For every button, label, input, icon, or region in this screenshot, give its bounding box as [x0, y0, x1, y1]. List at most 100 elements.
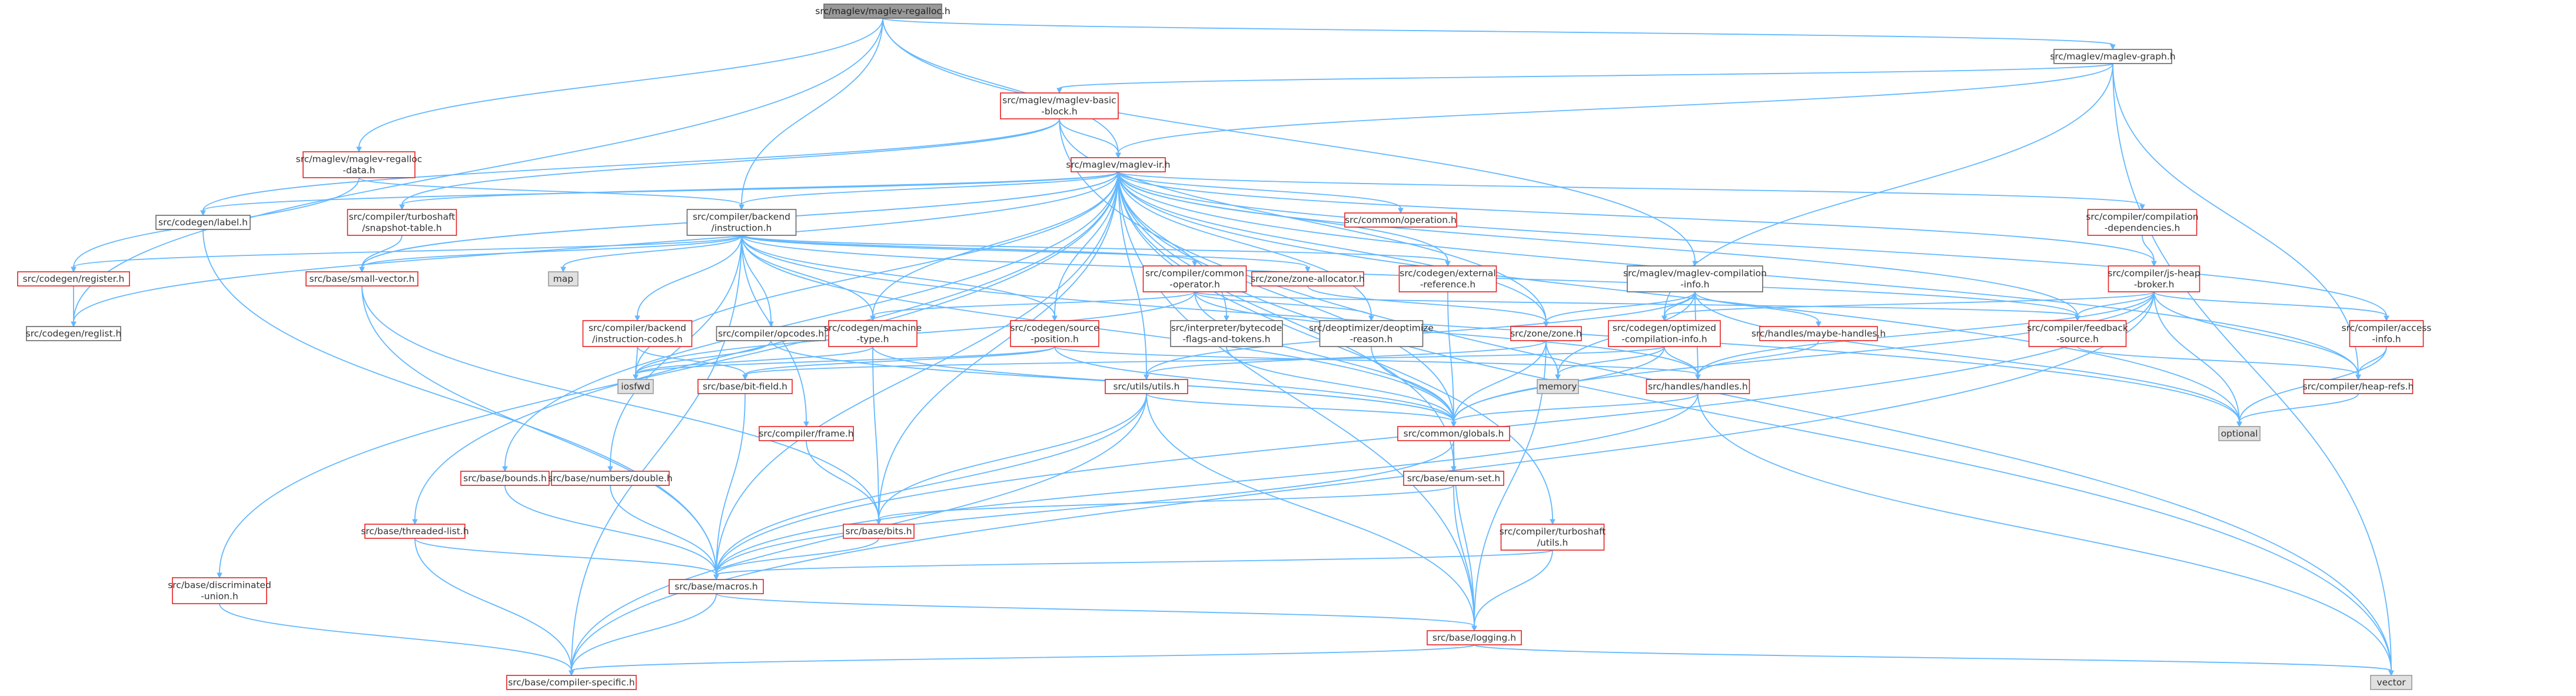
node-bits[interactable]: src/base/bits.h	[843, 524, 915, 539]
edge-line	[358, 18, 883, 148]
edge-source_pos-to-iosfwd	[633, 346, 1055, 381]
node-label: -position.h	[1031, 334, 1079, 345]
node-iosfwd[interactable]: iosfwd	[617, 379, 654, 394]
node-ext-ref[interactable]: src/codegen/external-reference.h	[1398, 265, 1497, 292]
node-enum-set[interactable]: src/base/enum-set.h	[1403, 471, 1504, 486]
node-double[interactable]: src/base/numbers/double.h	[548, 471, 673, 486]
node-heap-broker[interactable]: src/compiler/js-heap-broker.h	[2108, 265, 2201, 292]
edge-line	[741, 235, 772, 322]
node-machine-type[interactable]: src/codegen/machine-type.h	[824, 320, 922, 347]
edge-arrowhead	[1471, 625, 1477, 632]
node-bytecode-flags[interactable]: src/interpreter/bytecode-flags-and-token…	[1170, 320, 1283, 347]
node-macros[interactable]: src/base/macros.h	[669, 579, 764, 594]
edge-arrowhead	[1192, 261, 1198, 267]
node-zone[interactable]: src/zone/zone.h	[1510, 326, 1582, 341]
node-regalloc-data[interactable]: src/maglev/maglev-regalloc-data.h	[296, 151, 423, 178]
node-register[interactable]: src/codegen/register.h	[17, 271, 130, 287]
node-comp-deps[interactable]: src/compiler/compilation-dependencies.h	[2086, 209, 2199, 236]
edge-line	[878, 393, 1147, 520]
edge-line	[358, 177, 742, 205]
node-instruction[interactable]: src/compiler/backend/instruction.h	[686, 209, 797, 236]
edge-line	[882, 18, 2113, 45]
edge-line	[1697, 340, 1819, 375]
node-label: iosfwd	[621, 381, 650, 392]
node-ts-utils[interactable]: src/compiler/turboshaft/utils.h	[1500, 524, 1606, 551]
node-box	[1403, 471, 1504, 486]
edge-line	[563, 235, 742, 268]
edge-arrowhead	[1398, 208, 1404, 214]
edge-line	[716, 593, 1475, 627]
edge-line	[716, 393, 746, 575]
node-box	[582, 320, 693, 347]
edge-line	[1453, 340, 1547, 422]
node-box	[460, 471, 550, 486]
node-optional[interactable]: optional	[2218, 426, 2261, 441]
node-threaded-list[interactable]: src/base/threaded-list.h	[361, 524, 469, 539]
node-opt-comp-info[interactable]: src/codegen/optimized-compilation-info.h	[1608, 320, 1721, 347]
node-label[interactable]: src/codegen/label.h	[155, 215, 251, 230]
node-basic-block[interactable]: src/maglev/maglev-basic-block.h	[1000, 92, 1119, 119]
edge-arrowhead	[2110, 44, 2116, 51]
node-bounds[interactable]: src/base/bounds.h	[460, 471, 550, 486]
edge-line	[1059, 118, 2392, 671]
edge-arrowhead	[502, 466, 508, 472]
node-feedback-source[interactable]: src/compiler/feedback-source.h	[2027, 320, 2128, 347]
node-label: src/compiler/feedback	[2027, 323, 2128, 334]
node-deopt-reason[interactable]: src/deoptimizer/deoptimize-reason.h	[1309, 320, 1434, 347]
edge-basic_block-to-vector	[1059, 118, 2394, 677]
edge-arrowhead	[2384, 315, 2389, 322]
edge-line	[202, 118, 1060, 211]
node-globals[interactable]: src/common/globals.h	[1397, 426, 1510, 441]
node-box	[759, 426, 854, 441]
node-snapshot[interactable]: src/compiler/turboshaft/snapshot-table.h	[347, 209, 457, 236]
node-bit-field[interactable]: src/base/bit-field.h	[697, 379, 793, 394]
node-root[interactable]: src/maglev/maglev-regalloc.h	[815, 4, 950, 19]
node-map[interactable]: map	[548, 271, 579, 287]
edge-ir-to-bytecode_flags	[1118, 171, 1229, 322]
node-reglist[interactable]: src/codegen/reglist.h	[26, 326, 122, 341]
edge-arrowhead	[569, 670, 574, 677]
node-memory[interactable]: memory	[1537, 379, 1579, 394]
node-utils[interactable]: src/utils/utils.h	[1105, 379, 1188, 394]
node-label: src/maglev/maglev-regalloc.h	[815, 6, 950, 16]
node-zone-alloc[interactable]: src/zone/zone-allocator.h	[1251, 271, 1365, 287]
node-access-info[interactable]: src/compiler/access-info.h	[2342, 320, 2432, 347]
node-vector[interactable]: vector	[2370, 675, 2412, 690]
node-graph[interactable]: src/maglev/maglev-graph.h	[2050, 49, 2176, 64]
node-box	[506, 675, 637, 690]
node-label: /utils.h	[1537, 538, 1568, 548]
edge-line	[1194, 291, 1372, 317]
edge-ts_utils-to-logging	[1471, 550, 1553, 632]
node-comp-info[interactable]: src/maglev/maglev-compilation-info.h	[1623, 265, 1767, 292]
node-label: src/common/operation.h	[1345, 215, 1457, 225]
edge-comp_info-to-maybe_handles	[1694, 291, 1822, 328]
node-discriminated[interactable]: src/base/discriminated-union.h	[168, 577, 271, 604]
node-opcodes[interactable]: src/compiler/opcodes.h	[716, 326, 826, 341]
edge-line	[361, 235, 403, 268]
node-label: src/base/numbers/double.h	[548, 473, 672, 484]
edge-bits-to-macros	[713, 538, 879, 581]
node-maybe-handles[interactable]: src/handles/maybe-handles.h	[1751, 326, 1886, 341]
node-box	[17, 271, 130, 287]
node-box	[1646, 379, 1750, 394]
node-frame[interactable]: src/compiler/frame.h	[759, 426, 854, 441]
node-common-op[interactable]: src/compiler/common-operator.h	[1142, 265, 1247, 292]
node-small-vector[interactable]: src/base/small-vector.h	[305, 271, 418, 287]
node-compiler-specific[interactable]: src/base/compiler-specific.h	[506, 675, 637, 690]
node-handles[interactable]: src/handles/handles.h	[1646, 379, 1750, 394]
node-instr-codes[interactable]: src/compiler/backend/instruction-codes.h	[582, 320, 693, 347]
edge-arrowhead	[1144, 374, 1149, 381]
node-label: -source.h	[2056, 334, 2099, 345]
edge-handles-to-globals	[1451, 393, 1699, 428]
node-box	[686, 209, 797, 236]
node-box	[1251, 271, 1364, 287]
node-heap-refs[interactable]: src/compiler/heap-refs.h	[2303, 379, 2414, 394]
node-source-pos[interactable]: src/codegen/source-position.h	[1010, 320, 1099, 347]
edge-graph-to-basic_block	[1056, 63, 2113, 94]
edge-arrowhead	[633, 374, 639, 381]
node-label: src/codegen/machine	[824, 323, 922, 334]
node-label: src/common/globals.h	[1404, 428, 1504, 439]
node-logging[interactable]: src/base/logging.h	[1427, 630, 1522, 645]
node-common-operation[interactable]: src/common/operation.h	[1344, 212, 1457, 228]
node-ir[interactable]: src/maglev/maglev-ir.h	[1066, 157, 1171, 172]
